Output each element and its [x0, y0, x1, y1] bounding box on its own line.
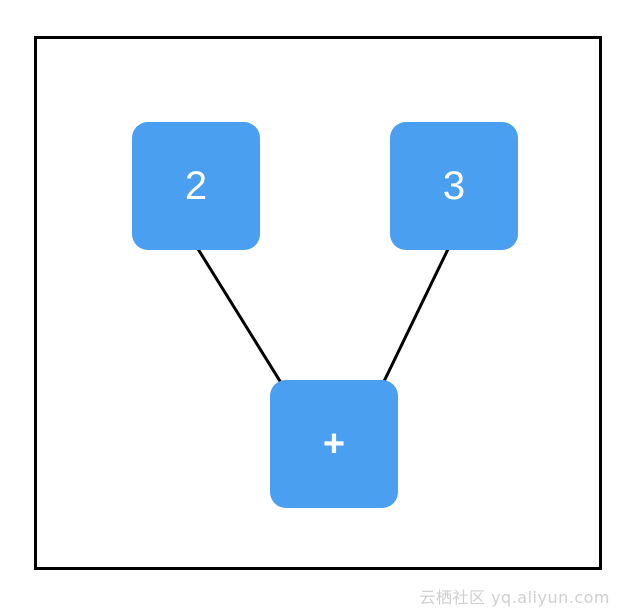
node-operand-3-label: 3	[442, 163, 466, 208]
watermark-text: 云栖社区 yq.aliyun.com	[419, 588, 610, 607]
node-operator-plus: +	[270, 380, 398, 508]
diagram-frame	[34, 36, 602, 570]
node-operand-2-label: 2	[184, 163, 208, 208]
node-operator-plus-label: +	[322, 422, 346, 465]
node-operand-3: 3	[390, 122, 518, 250]
node-operand-2: 2	[132, 122, 260, 250]
